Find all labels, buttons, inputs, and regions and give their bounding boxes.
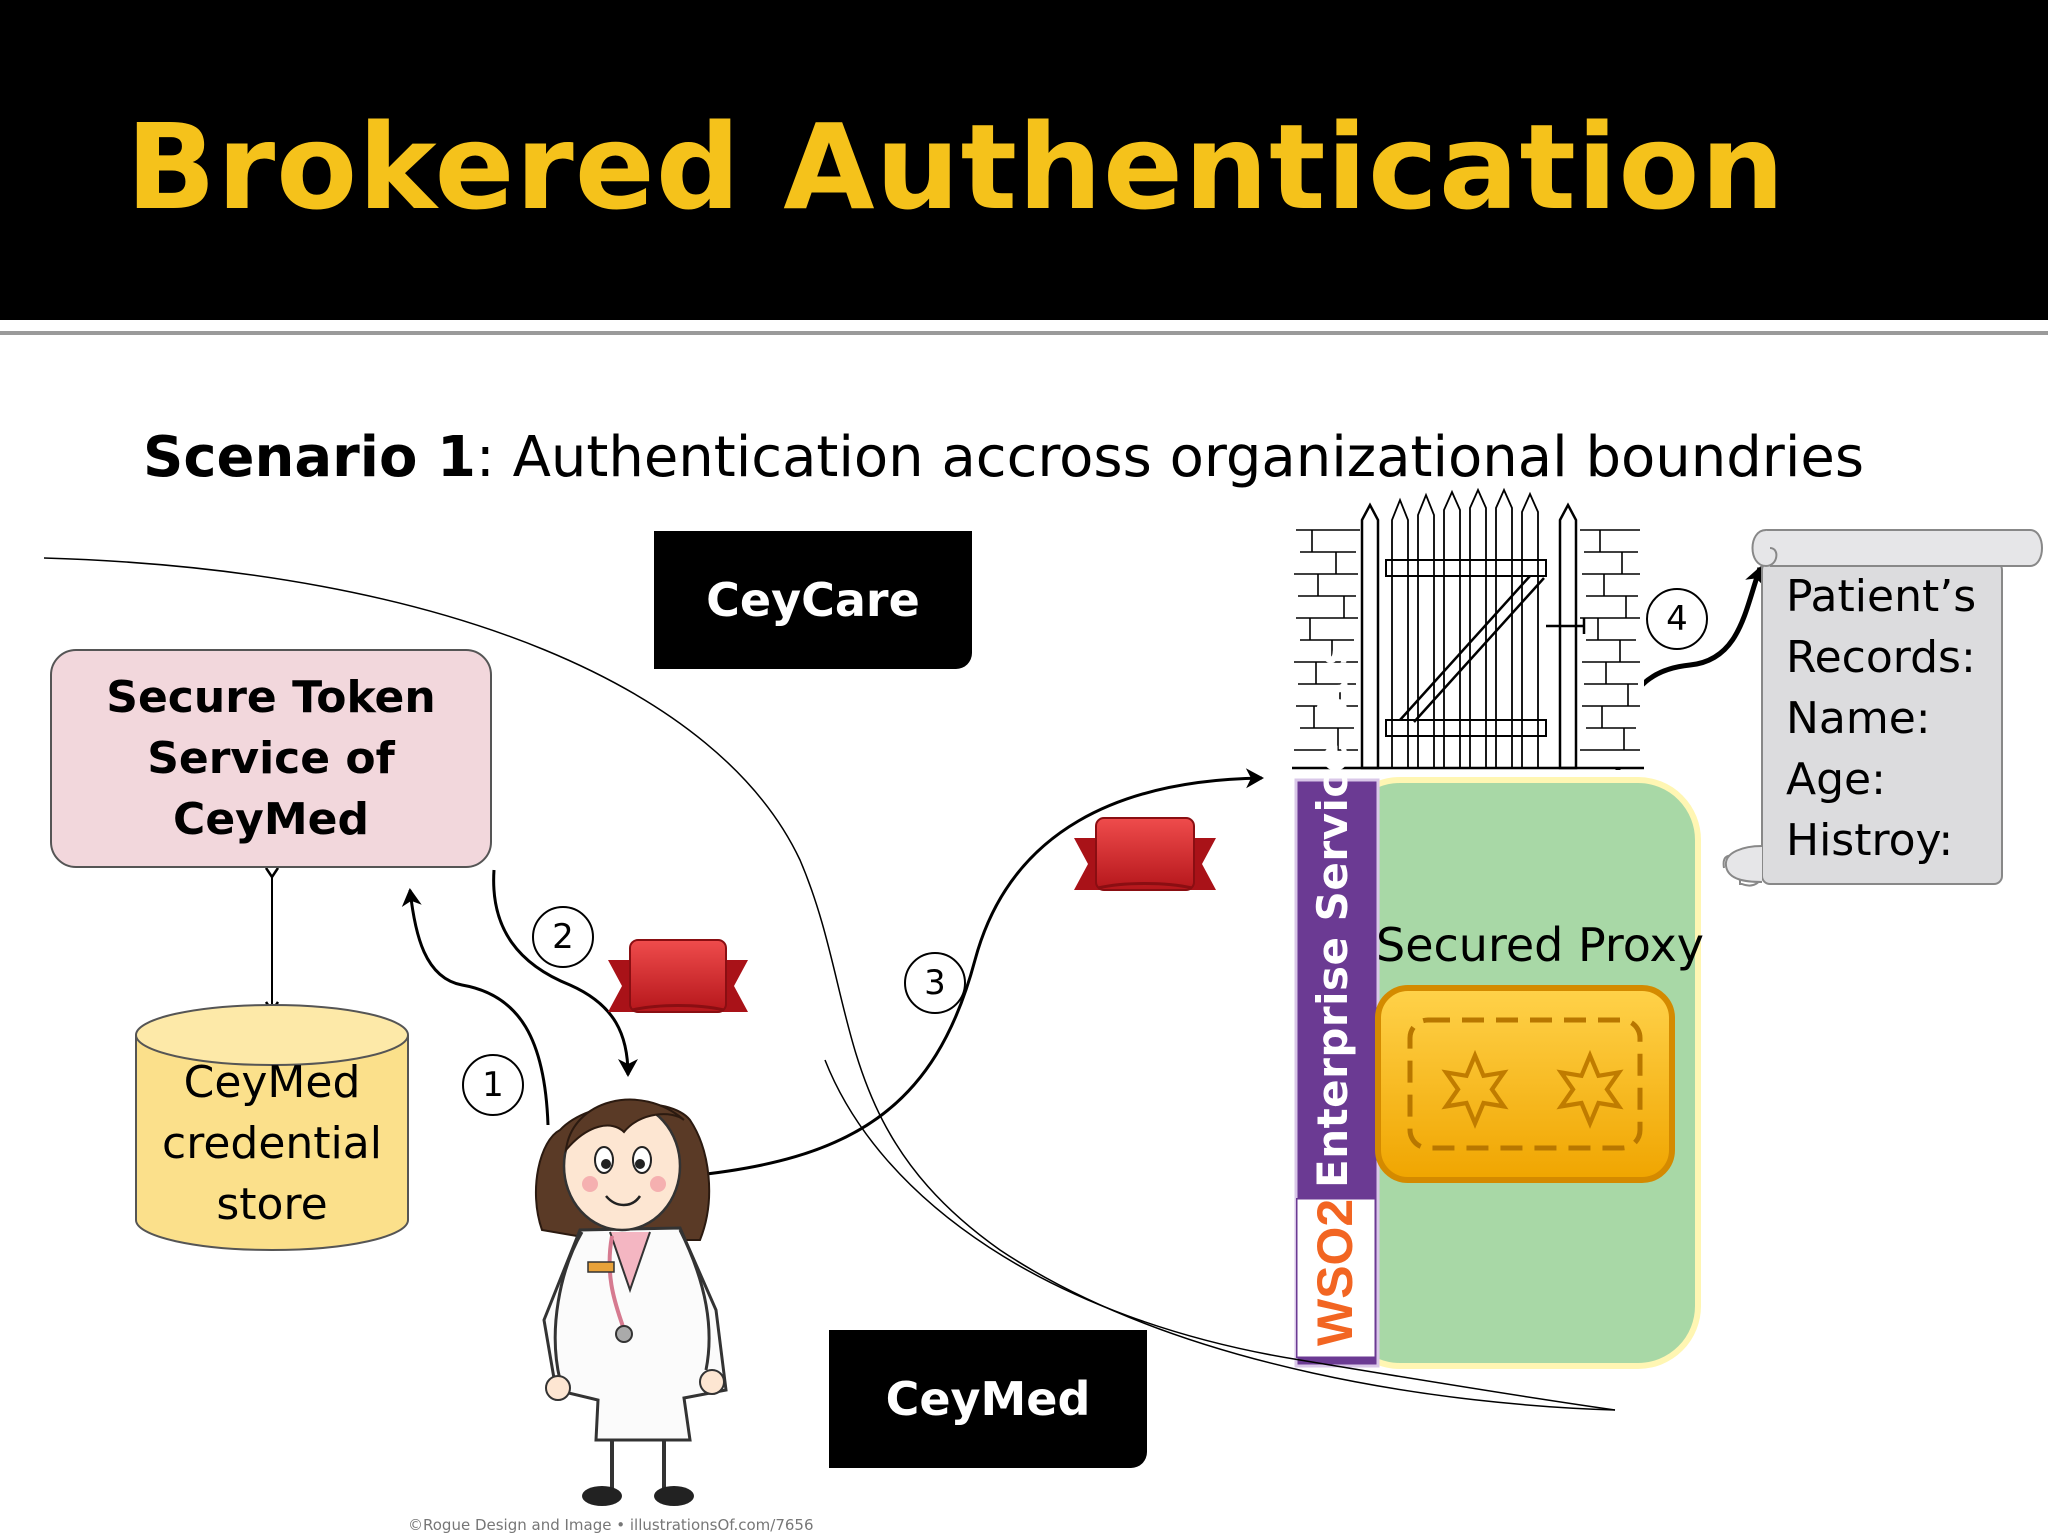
patient-records: Patient’s Records: Name: Age: Histroy: bbox=[1786, 566, 1976, 871]
arrow-step-3 bbox=[687, 768, 1264, 1178]
step-4-badge: 4 bbox=[1646, 588, 1708, 650]
security-chip-icon bbox=[1375, 985, 1675, 1183]
subtitle-scenario: Scenario 1 bbox=[143, 425, 476, 490]
credential-store-label: CeyMed credential store bbox=[162, 1057, 382, 1230]
records-scroll-icon bbox=[1722, 529, 2043, 887]
slide-title: Brokered Authentication bbox=[126, 98, 1786, 236]
arrow-step-2 bbox=[492, 869, 638, 1077]
step-2-badge: 2 bbox=[532, 906, 594, 968]
gate-icon bbox=[1292, 487, 1644, 770]
slide-subtitle: Scenario 1: Authentication accross organ… bbox=[143, 424, 1864, 491]
doctor-illustration bbox=[534, 1098, 728, 1506]
secured-proxy-label: Secured Proxy bbox=[1376, 918, 1704, 972]
records-line: Records: bbox=[1786, 632, 1976, 683]
esb-label: Enterprise Service Bus bbox=[1308, 639, 1357, 1188]
subtitle-description: : Authentication accross organizational … bbox=[475, 425, 1864, 490]
boundary-curve-upper bbox=[43, 557, 1616, 1411]
token-ribbon-icon bbox=[1074, 817, 1216, 891]
credential-store-cylinder bbox=[135, 1004, 409, 1251]
title-bar bbox=[0, 0, 2048, 320]
wso2-logo-icon: WSO2 bbox=[1296, 1198, 1376, 1358]
step-1-badge: 1 bbox=[462, 1054, 524, 1116]
step-3-badge: 3 bbox=[904, 952, 966, 1014]
illustration-credit: ©Rogue Design and Image • illustrationsO… bbox=[408, 1516, 814, 1534]
ceymed-label: CeyMed bbox=[829, 1330, 1147, 1468]
sts-label: Secure Token Service of CeyMed bbox=[106, 672, 436, 845]
arrow-step-1 bbox=[401, 888, 550, 1126]
records-line: Name: bbox=[1786, 693, 1931, 744]
records-line: Histroy: bbox=[1786, 815, 1954, 866]
secure-token-service-box: Secure Token Service of CeyMed bbox=[50, 649, 492, 868]
records-line: Age: bbox=[1786, 754, 1886, 805]
header-divider bbox=[0, 331, 2048, 335]
ceycare-label: CeyCare bbox=[654, 531, 972, 669]
token-ribbon-icon bbox=[608, 939, 748, 1013]
records-line: Patient’s bbox=[1786, 571, 1977, 622]
wso2-logo-text: WSO2 bbox=[1307, 1199, 1363, 1346]
boundary-curve-lower bbox=[824, 1059, 1616, 1411]
